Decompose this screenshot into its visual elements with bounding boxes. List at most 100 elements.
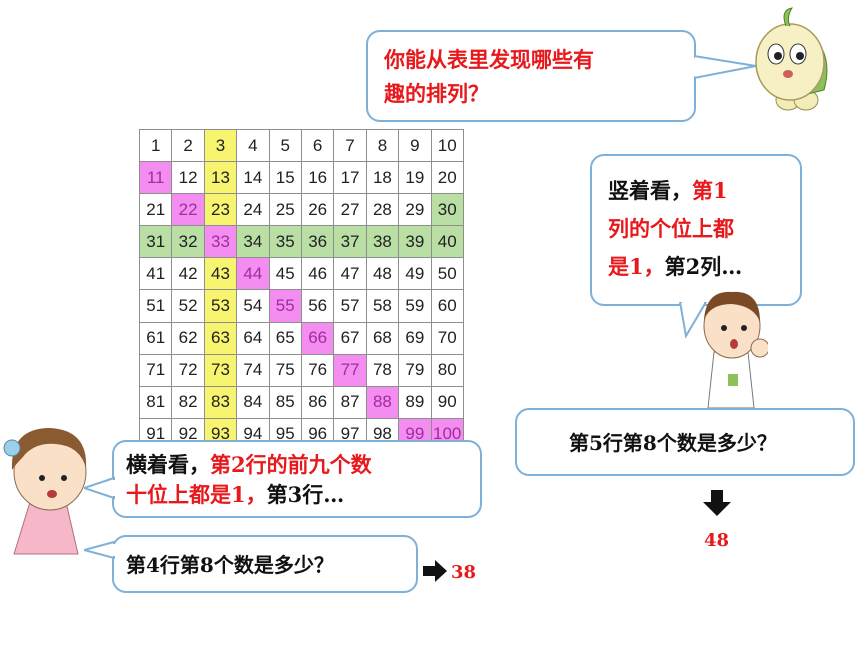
grid-cell: 59 <box>398 289 432 323</box>
grid-cell: 63 <box>203 321 238 355</box>
grid-cell: 86 <box>300 385 335 419</box>
grid-cell: 51 <box>138 289 173 323</box>
question-left-text: 第4行第8个数是多少？ <box>126 553 334 577</box>
grid-cell: 45 <box>268 257 302 291</box>
grid-cell: 84 <box>236 385 270 419</box>
left-line1-black: 横着看， <box>126 452 210 477</box>
grid-cell: 43 <box>203 257 238 291</box>
grid-cell: 21 <box>138 193 173 227</box>
question-right-text: 第5行第8个数是多少？ <box>569 431 777 455</box>
grid-cell: 11 <box>138 161 173 195</box>
left-line2-red: 十位上都是1， <box>126 482 267 507</box>
grid-cell: 55 <box>268 289 302 323</box>
grid-cell: 71 <box>138 353 173 387</box>
grid-cell: 14 <box>236 161 270 195</box>
grid-cell: 56 <box>300 289 335 323</box>
grid-cell: 36 <box>300 225 335 259</box>
bubble-right-tail <box>678 302 708 339</box>
grid-cell: 83 <box>203 385 238 419</box>
grid-cell: 28 <box>365 193 400 227</box>
grid-cell: 9 <box>398 128 432 163</box>
right-line3-black: 第2列… <box>664 254 743 279</box>
grid-cell: 37 <box>333 225 367 259</box>
grid-cell: 87 <box>333 385 367 419</box>
bubble-top-line1: 你能从表里发现哪些有 <box>384 47 594 72</box>
grid-cell: 30 <box>430 193 464 227</box>
grid-cell: 5 <box>268 128 302 163</box>
grid-cell: 70 <box>430 321 464 355</box>
grid-cell: 15 <box>268 161 302 195</box>
grid-cell: 19 <box>398 161 432 195</box>
grid-cell: 78 <box>365 353 400 387</box>
left-line2-black: 第3行… <box>266 482 345 507</box>
grid-cell: 54 <box>236 289 270 323</box>
grid-cell: 82 <box>171 385 205 419</box>
right-arrow-icon <box>423 560 447 582</box>
grid-cell: 74 <box>236 353 270 387</box>
grid-cell: 29 <box>398 193 432 227</box>
grid-cell: 22 <box>171 193 205 227</box>
grid-cell: 16 <box>300 161 335 195</box>
grid-cell: 25 <box>268 193 302 227</box>
grid-cell: 90 <box>430 385 464 419</box>
grid-cell: 38 <box>365 225 400 259</box>
question-bubble-left: 第4行第8个数是多少？ <box>112 535 418 593</box>
grid-cell: 64 <box>236 321 270 355</box>
grid-cell: 60 <box>430 289 464 323</box>
grid-cell: 53 <box>203 289 238 323</box>
grid-cell: 7 <box>333 128 367 163</box>
grid-cell: 20 <box>430 161 464 195</box>
grid-cell: 41 <box>138 257 173 291</box>
grid-cell: 72 <box>171 353 205 387</box>
girl-character-icon <box>3 428 87 555</box>
grid-cell: 10 <box>430 128 464 163</box>
grid-cell: 27 <box>333 193 367 227</box>
grid-cell: 69 <box>398 321 432 355</box>
speech-bubble-top: 你能从表里发现哪些有 趣的排列？ <box>366 30 696 122</box>
grid-cell: 4 <box>236 128 270 163</box>
grid-cell: 75 <box>268 353 302 387</box>
answer-left: 38 <box>451 562 477 583</box>
down-arrow-icon <box>703 490 731 516</box>
grid-cell: 23 <box>203 193 238 227</box>
grid-cell: 49 <box>398 257 432 291</box>
grid-cell: 62 <box>171 321 205 355</box>
grid-cell: 61 <box>138 321 173 355</box>
grid-cell: 34 <box>236 225 270 259</box>
grid-cell: 79 <box>398 353 432 387</box>
grid-cell: 66 <box>300 321 335 355</box>
right-line1-red: 第1 <box>692 178 728 203</box>
grid-cell: 57 <box>333 289 367 323</box>
grid-cell: 68 <box>365 321 400 355</box>
grid-cell: 39 <box>398 225 432 259</box>
grid-cell: 26 <box>300 193 335 227</box>
grid-cell: 76 <box>300 353 335 387</box>
grid-cell: 33 <box>203 225 238 259</box>
grid-cell: 47 <box>333 257 367 291</box>
grid-cell: 31 <box>138 225 173 259</box>
grid-cell: 88 <box>365 385 400 419</box>
sprout-character-icon <box>755 7 828 111</box>
question-bubble-right: 第5行第8个数是多少？ <box>515 408 855 476</box>
right-line3-red: 是1， <box>608 254 665 279</box>
bubble-left-q-tail <box>84 540 116 560</box>
boy-character-icon <box>703 291 768 409</box>
grid-cell: 50 <box>430 257 464 291</box>
grid-cell: 32 <box>171 225 205 259</box>
answer-right: 48 <box>704 530 730 551</box>
grid-cell: 35 <box>268 225 302 259</box>
grid-cell: 2 <box>171 128 205 163</box>
grid-cell: 1 <box>138 128 173 163</box>
grid-cell: 52 <box>171 289 205 323</box>
speech-bubble-right: 竖着看，第1 列的个位上都 是1，第2列… <box>590 154 802 306</box>
grid-cell: 48 <box>365 257 400 291</box>
